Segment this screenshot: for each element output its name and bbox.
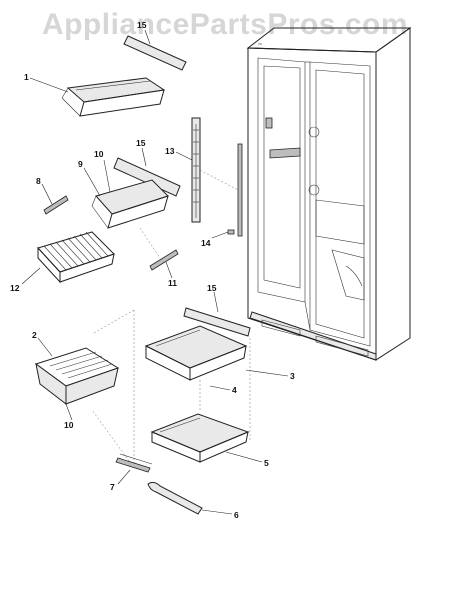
part-11-bracket: 11 bbox=[139, 227, 179, 288]
watermark-logo: AppliancePartsPros.com bbox=[41, 8, 409, 41]
callout-7: 7 bbox=[110, 482, 115, 492]
callout-8: 8 bbox=[36, 176, 41, 186]
callout-5: 5 bbox=[264, 458, 269, 468]
part-1-shelf: 1 bbox=[24, 72, 166, 117]
part-4-shelf: 4 3 bbox=[144, 325, 295, 395]
callout-6: 6 bbox=[234, 510, 239, 520]
part-15-middle-trim: 15 bbox=[113, 138, 181, 197]
callout-2: 2 bbox=[32, 330, 37, 340]
part-7-bracket: 7 bbox=[110, 453, 153, 492]
assembly-guide-lines bbox=[91, 309, 251, 469]
part-15-top-trim: 15 bbox=[123, 20, 187, 71]
callout-10-upper: 10 bbox=[94, 149, 104, 159]
part-12-wire-basket: 12 bbox=[10, 231, 115, 293]
callout-12: 12 bbox=[10, 283, 20, 293]
callout-11: 11 bbox=[168, 278, 177, 288]
callout-3: 3 bbox=[290, 371, 295, 381]
callout-15-middle: 15 bbox=[136, 138, 146, 148]
callout-15-lower: 15 bbox=[207, 283, 217, 293]
callout-9: 9 bbox=[78, 159, 83, 169]
part-9-shelf: 9 10 bbox=[78, 149, 169, 229]
part-6-trim: 6 bbox=[147, 481, 239, 520]
part-5-shelf: 5 bbox=[150, 413, 269, 468]
callout-10-lower: 10 bbox=[64, 420, 74, 430]
part-15-lower-trim: 15 bbox=[183, 283, 251, 337]
part-8-bracket: 8 bbox=[36, 176, 69, 215]
callout-13: 13 bbox=[165, 146, 175, 156]
part-13-shelf-ladder: 13 bbox=[165, 117, 201, 223]
callout-4: 4 bbox=[232, 385, 237, 395]
refrigerator-cabinet bbox=[246, 27, 412, 361]
callout-14: 14 bbox=[201, 238, 211, 248]
callout-15-top: 15 bbox=[137, 20, 147, 30]
callout-1: 1 bbox=[24, 72, 29, 82]
part-2-crisper-drawer: 2 10 bbox=[32, 330, 120, 430]
part-14-screw: 14 bbox=[199, 143, 243, 248]
